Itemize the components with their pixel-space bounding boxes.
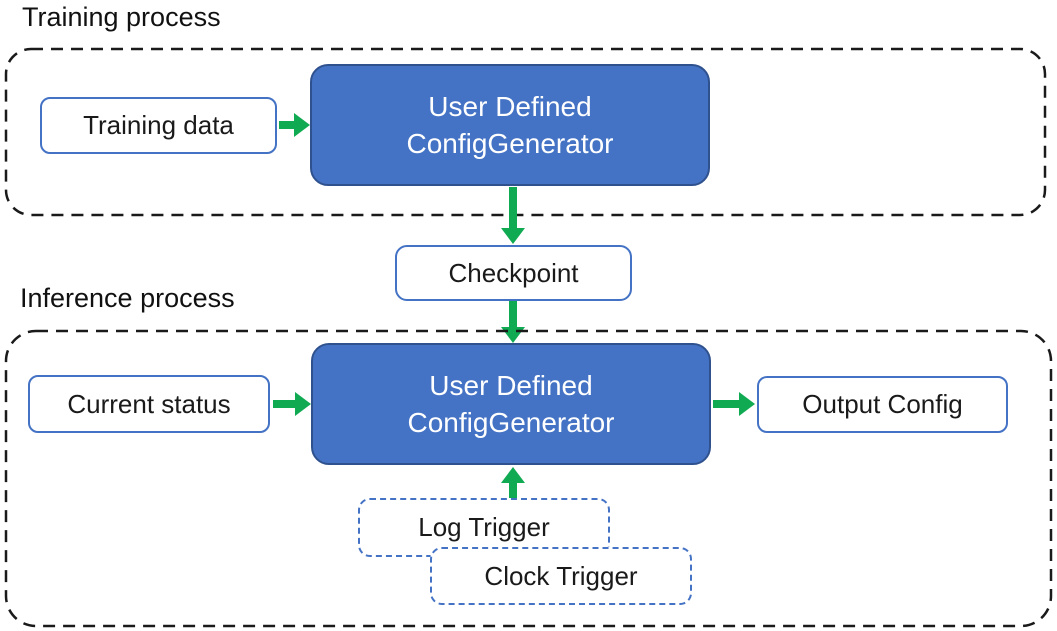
clock-trigger-label: Clock Trigger (484, 560, 638, 591)
output-config-node: Output Config (757, 376, 1008, 433)
inference-config-generator-node: User Defined ConfigGenerator (311, 343, 711, 465)
arrow-shaft (273, 400, 296, 408)
arrow-down-icon (501, 228, 525, 244)
checkpoint-label: Checkpoint (448, 257, 579, 288)
training-process-label: Training process (22, 2, 221, 32)
arrow-shaft (713, 400, 740, 408)
checkpoint-node: Checkpoint (395, 245, 632, 301)
arrow-right-icon (739, 392, 755, 416)
arrow-shaft (509, 187, 517, 229)
arrow-shaft (509, 301, 517, 328)
inference-generator-line1: User Defined (429, 370, 593, 401)
log-trigger-label: Log Trigger (418, 512, 550, 542)
inference-process-label: Inference process (20, 283, 235, 313)
arrow-right-icon (294, 113, 310, 137)
training-data-label: Training data (83, 110, 234, 140)
current-status-node: Current status (28, 375, 270, 433)
arrow-shaft (509, 482, 517, 498)
training-data-node: Training data (40, 97, 277, 154)
clock-trigger-node: Clock Trigger (430, 547, 692, 605)
training-generator-line1: User Defined (428, 91, 592, 122)
arrow-right-icon (295, 392, 311, 416)
current-status-label: Current status (67, 388, 231, 419)
output-config-label: Output Config (802, 389, 963, 419)
inference-generator-line2: ConfigGenerator (407, 407, 615, 438)
arrow-shaft (279, 121, 296, 129)
training-generator-line2: ConfigGenerator (406, 128, 614, 159)
arrow-up-icon (501, 467, 525, 483)
training-config-generator-node: User Defined ConfigGenerator (310, 64, 710, 186)
arrow-down-icon (501, 327, 525, 343)
